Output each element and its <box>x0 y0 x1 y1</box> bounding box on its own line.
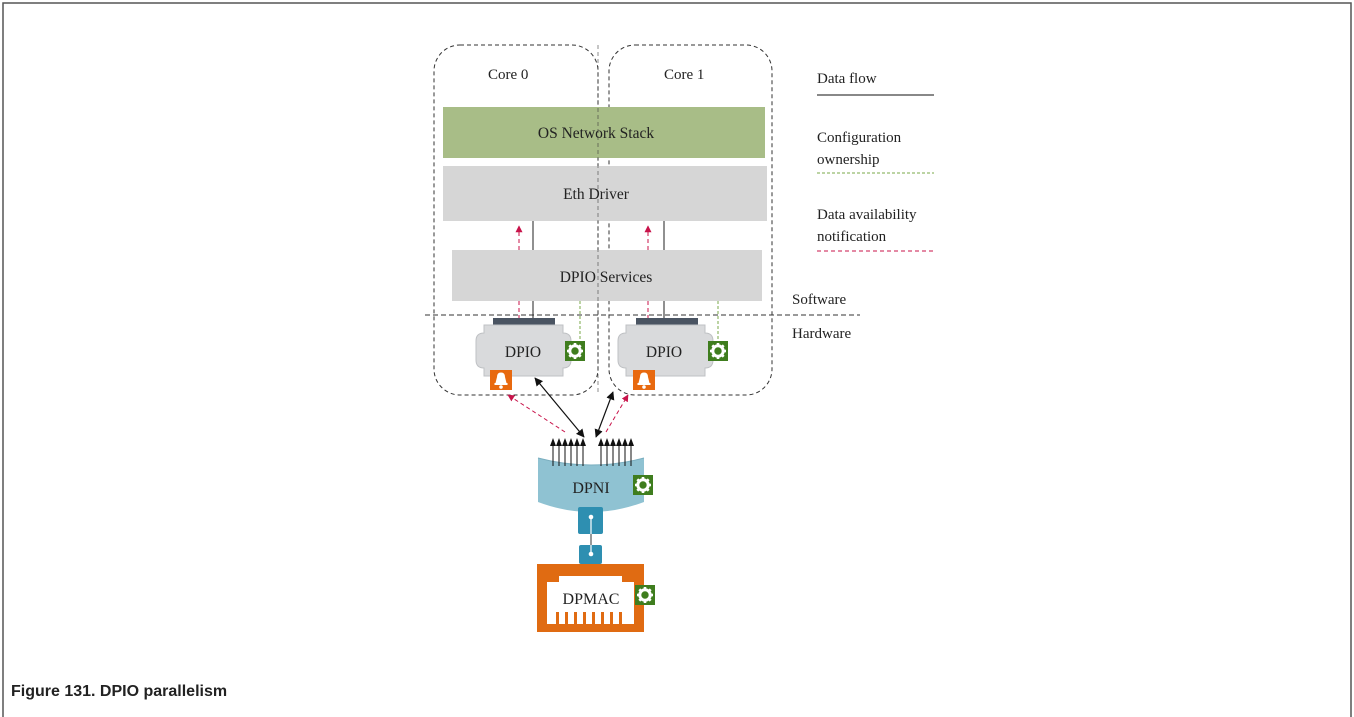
legend-config-label-1: Configuration <box>817 130 902 146</box>
os-network-stack-layer <box>443 107 765 158</box>
data-flow-arrow <box>594 391 615 438</box>
eth-driver-label: Eth Driver <box>563 186 630 203</box>
dpio-services-label: DPIO Services <box>560 269 653 286</box>
gear-icon <box>706 339 730 363</box>
dpni-queues <box>549 437 635 467</box>
dpio-core1: DPIO <box>617 318 714 377</box>
dpni-dpmac-link <box>578 507 603 564</box>
os-network-stack-label: OS Network Stack <box>538 125 654 142</box>
legend-notify-label-2: notification <box>817 229 887 245</box>
notification-arrow <box>605 394 629 433</box>
core0-label: Core 0 <box>488 67 528 83</box>
notification-arrow <box>507 394 566 433</box>
dpio-port <box>493 318 555 325</box>
legend-data-flow-label: Data flow <box>817 71 877 87</box>
dpio-port <box>636 318 698 325</box>
dpmac-object: DPMAC <box>537 564 644 632</box>
dpio-services-layer <box>452 250 762 301</box>
data-flow-arrow <box>534 377 585 438</box>
gear-icon <box>563 339 587 363</box>
dpio-core0: DPIO <box>475 318 572 377</box>
legend-notify-label-1: Data availability <box>817 207 917 223</box>
eth-driver-layer <box>443 166 767 221</box>
bell-icon <box>490 370 512 390</box>
bell-icon <box>633 370 655 390</box>
hardware-label: Hardware <box>792 326 851 342</box>
software-label: Software <box>792 292 846 308</box>
dpmac-label: DPMAC <box>563 591 620 608</box>
dpni-label: DPNI <box>572 480 609 497</box>
legend: Data flow Configuration ownership Data a… <box>817 71 934 252</box>
dpio0-label: DPIO <box>505 344 541 361</box>
dpio1-label: DPIO <box>646 344 682 361</box>
legend-config-label-2: ownership <box>817 152 880 168</box>
gear-icon <box>633 583 657 607</box>
dpni-object: DPNI <box>537 457 645 512</box>
core1-label: Core 1 <box>664 67 704 83</box>
gear-icon <box>631 473 655 497</box>
figure-caption: Figure 131. DPIO parallelism <box>11 683 227 700</box>
